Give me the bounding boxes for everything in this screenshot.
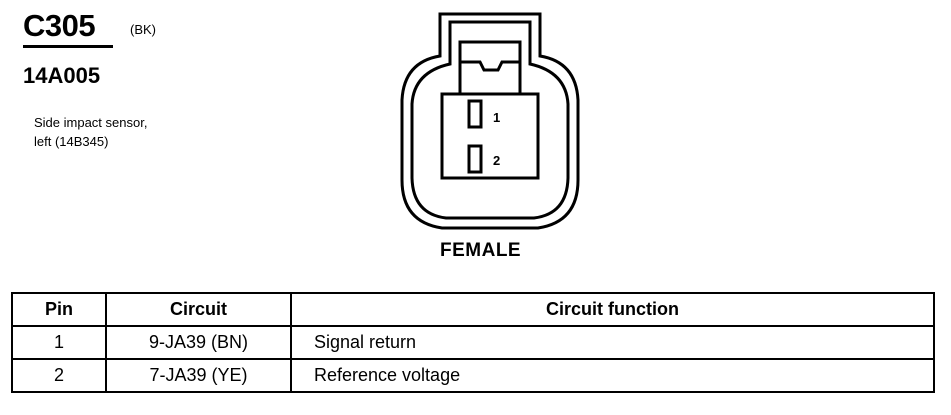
header-circuit: Circuit	[105, 292, 292, 327]
description-line-1: Side impact sensor,	[34, 115, 148, 130]
cavity-label-2: 2	[493, 153, 500, 168]
header-pin: Pin	[11, 292, 107, 327]
connector-face-diagram: 1 2	[400, 12, 580, 230]
cavity-1	[467, 99, 483, 129]
cell-circuit: 9-JA39 (BN)	[105, 325, 292, 360]
connector-description: Side impact sensor, left (14B345)	[34, 113, 234, 151]
part-number: 14A005	[23, 63, 101, 88]
cell-circuit: 7-JA39 (YE)	[105, 358, 292, 393]
connector-id-underline	[23, 45, 113, 48]
table-header-row: Pin Circuit Circuit function	[11, 292, 935, 327]
cavity-block	[440, 92, 540, 180]
connector-housing-outer	[400, 12, 580, 230]
cell-circuit-function: Signal return	[290, 325, 935, 360]
color-code: (BK)	[130, 22, 156, 37]
description-line-2: left (14B345)	[34, 134, 109, 149]
cavity-2	[467, 144, 483, 174]
cavity-label-1: 1	[493, 110, 500, 125]
cell-pin: 2	[11, 358, 107, 393]
latch-notch	[460, 60, 520, 72]
pin-table: Pin Circuit Circuit function 1 9-JA39 (B…	[11, 292, 935, 393]
header-circuit-function: Circuit function	[290, 292, 935, 327]
connector-id: C305	[23, 8, 96, 43]
connector-housing-inner	[410, 20, 570, 220]
table-row: 1 9-JA39 (BN) Signal return	[11, 325, 935, 360]
connector-latch	[458, 40, 522, 96]
connector-gender-label: FEMALE	[440, 240, 522, 261]
cell-circuit-function: Reference voltage	[290, 358, 935, 393]
table-row: 2 7-JA39 (YE) Reference voltage	[11, 358, 935, 393]
cell-pin: 1	[11, 325, 107, 360]
